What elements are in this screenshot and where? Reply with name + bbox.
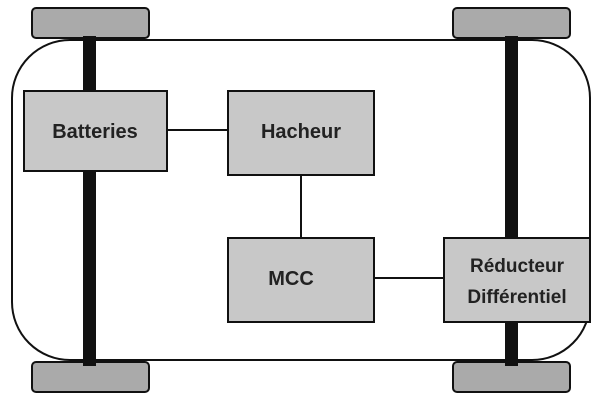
wheel-rear-left [31,361,150,393]
differentiel-label: Différentiel [467,287,566,308]
wheel-front-right [452,7,571,39]
hacheur-block: Hacheur [227,90,375,176]
vehicle-chassis [11,39,591,361]
mcc-label: MCC [268,268,314,290]
wheel-rear-right [452,361,571,393]
axle-left [83,36,96,366]
reducteur-differentiel-block: Réducteur Différentiel [443,237,591,323]
batteries-block: Batteries [23,90,168,172]
reducteur-label: Réducteur [470,256,565,277]
mcc-block: MCC [227,237,375,323]
hacheur-label: Hacheur [261,121,341,143]
batteries-label: Batteries [52,121,138,143]
wheel-front-left [31,7,150,39]
